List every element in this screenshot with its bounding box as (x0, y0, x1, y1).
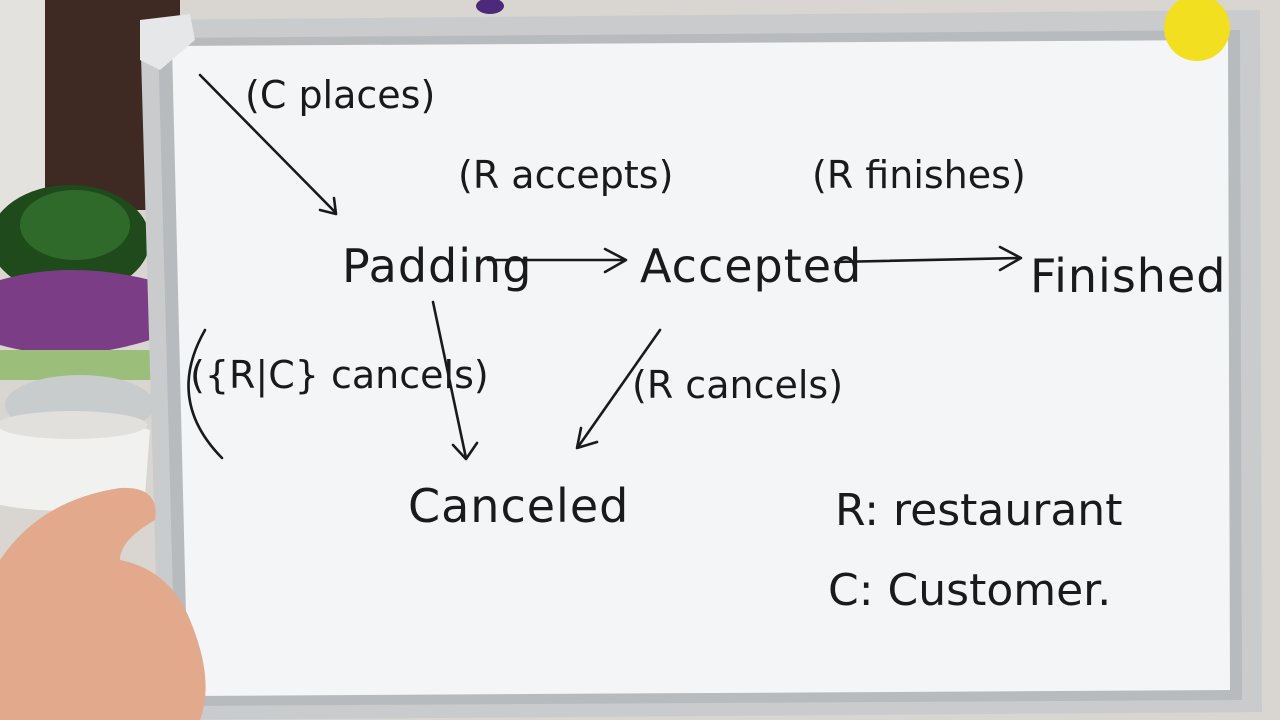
state-accepted: Accepted (640, 239, 862, 293)
arrow-accepted-canceled-head (575, 426, 599, 450)
transition-c-places: (C places) (245, 73, 435, 117)
transition-r-cancels: (R cancels) (632, 363, 843, 407)
frame-corner (140, 14, 195, 70)
whiteboard (140, 0, 1262, 720)
transition-rc-cancels: ({R|C} cancels) (190, 353, 489, 398)
diagram-arrows (187, 73, 1023, 461)
arrow-start (198, 73, 337, 214)
state-finished: Finished (1030, 249, 1226, 303)
hand (0, 487, 206, 720)
arrow-start-head (318, 196, 338, 216)
legend-c: C: Customer. (828, 565, 1111, 616)
diagram-labels: Padding Accepted Finished Canceled (C pl… (190, 73, 1226, 616)
legend-r: R: restaurant (835, 485, 1122, 536)
transition-r-finish: (R finishes) (812, 153, 1026, 197)
transition-r-accepts: (R accepts) (458, 153, 673, 197)
arrow-accepted-canceled (576, 328, 662, 449)
state-padding: Padding (342, 239, 532, 293)
marker-icon (476, 0, 504, 14)
plant-leaves-light (20, 190, 130, 260)
coffee-mug (0, 416, 150, 511)
bracket-left (187, 328, 224, 460)
arrow-accepted-finished-head (998, 245, 1023, 272)
arrow-padding-canceled (431, 300, 468, 460)
whiteboard-surface (172, 40, 1230, 696)
coffee-mug-rim (0, 411, 147, 439)
arrow-accepted-finished (833, 256, 1022, 264)
state-canceled: Canceled (408, 479, 629, 533)
magnet-icon (1164, 0, 1230, 61)
plant-pot (0, 270, 150, 354)
arrow-padding-accepted-head (603, 247, 628, 274)
arrow-padding-canceled-head (451, 441, 479, 461)
